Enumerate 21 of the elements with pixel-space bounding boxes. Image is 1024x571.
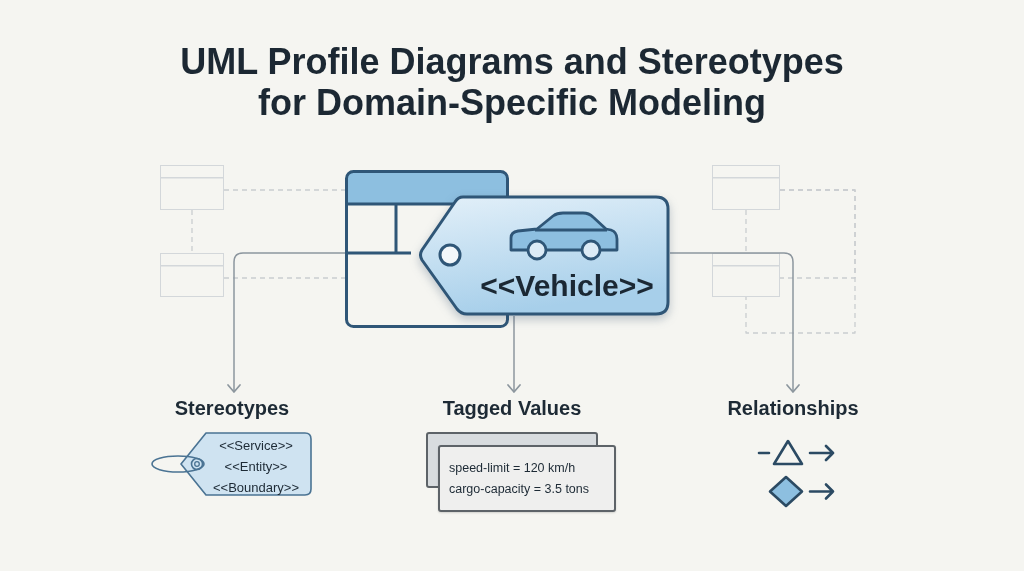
section-heading: Stereotypes — [174, 396, 290, 420]
class-box — [712, 253, 780, 297]
stereotype-text: <<Boundary>> — [213, 479, 299, 497]
tagged-value-text: speed-limit = 120 km/h — [449, 460, 576, 477]
stereotype-text: <<Entity>> — [224, 458, 288, 476]
arrow — [669, 252, 800, 393]
stereotype-text: <<Service>> — [219, 437, 293, 455]
section-heading: Tagged Values — [442, 396, 582, 420]
tagged-value-text: cargo-capacity = 3.5 tons — [449, 481, 589, 498]
class-box — [712, 165, 780, 210]
arrow — [507, 315, 521, 393]
arrow — [227, 252, 346, 393]
stereotype-tag — [417, 195, 670, 316]
class-box — [160, 253, 224, 297]
diagram-title: UML Profile Diagrams and Stereotypes for Domain-Specific Modeling — [179, 41, 845, 123]
section-heading: Relationships — [727, 396, 859, 420]
dashed-connector — [223, 189, 346, 191]
dashed-connector — [745, 189, 856, 334]
dashed-connector — [223, 277, 346, 279]
stereotype-label: <<Vehicle>> — [480, 269, 654, 303]
class-box — [160, 165, 224, 210]
